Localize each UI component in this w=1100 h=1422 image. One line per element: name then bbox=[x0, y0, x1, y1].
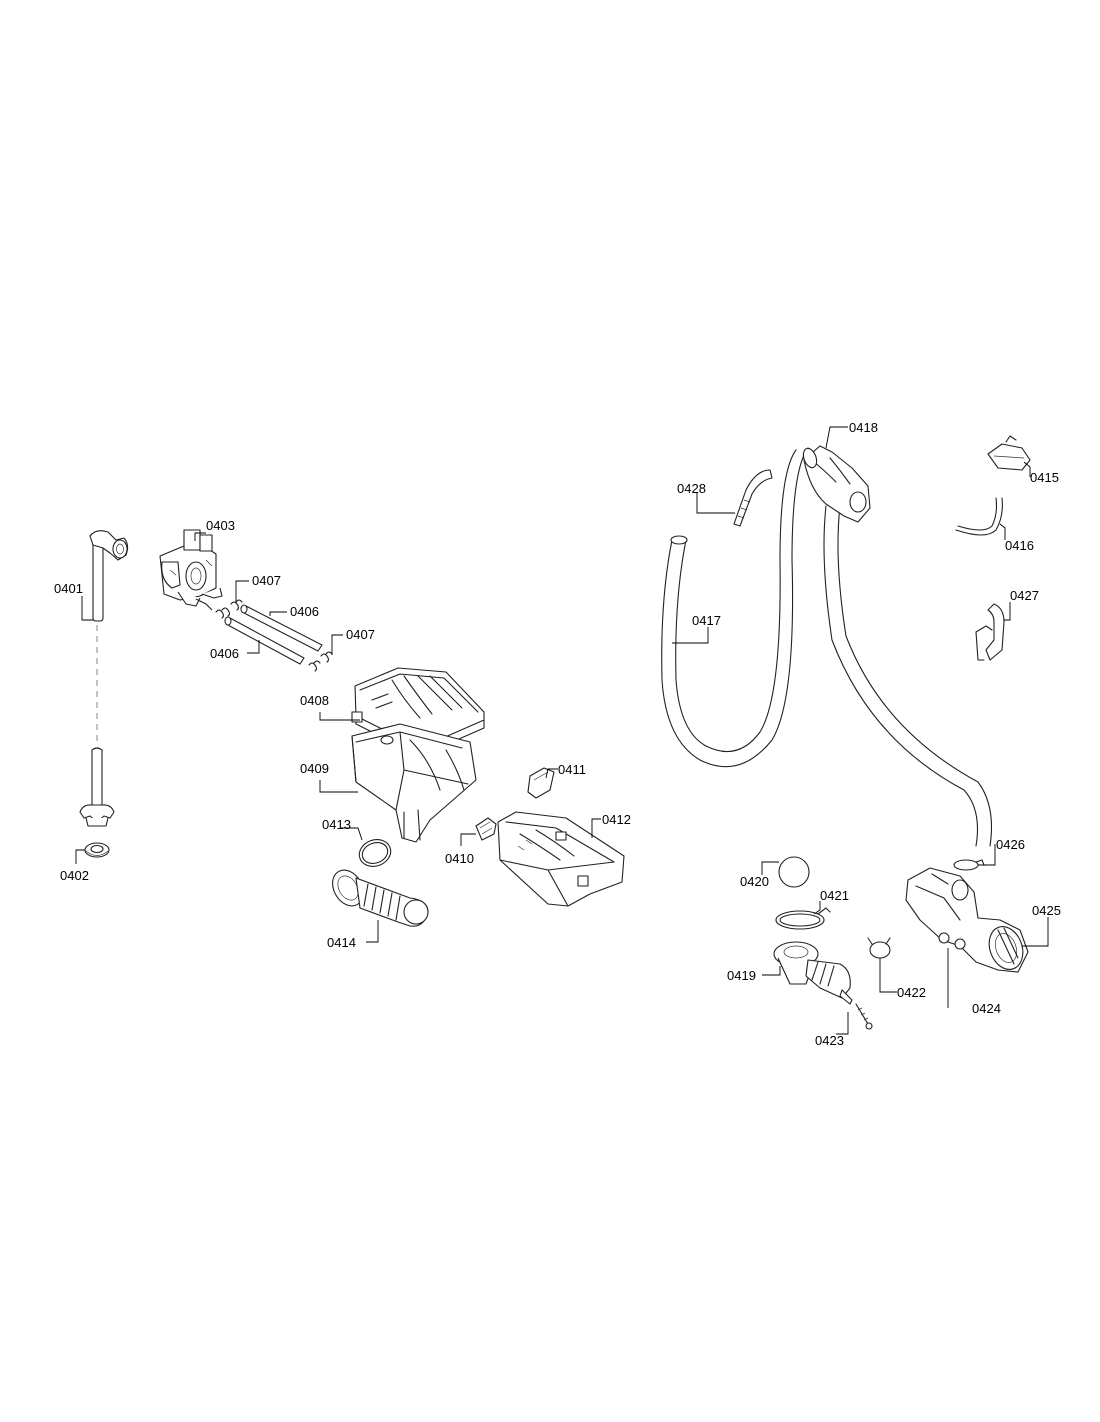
part-0427-hose-holder bbox=[975, 603, 1005, 661]
label-0428: 0428 bbox=[677, 481, 706, 496]
part-0422-spring-clip bbox=[867, 937, 891, 959]
part-0401-inlet-pipe bbox=[79, 530, 129, 827]
part-0402-seal bbox=[84, 842, 110, 858]
label-0424: 0424 bbox=[972, 1001, 1001, 1016]
part-labels: 0401 0402 0403 0407 0406 0406 0407 0408 … bbox=[54, 420, 1061, 1048]
label-0427: 0427 bbox=[1010, 588, 1039, 603]
label-0415: 0415 bbox=[1030, 470, 1059, 485]
part-0418-drain-pipe bbox=[802, 445, 993, 847]
leader-lines bbox=[75, 426, 1049, 1035]
label-0420: 0420 bbox=[740, 874, 769, 889]
label-0407-b: 0407 bbox=[346, 627, 375, 642]
label-0406-a: 0406 bbox=[290, 604, 319, 619]
label-0409: 0409 bbox=[300, 761, 329, 776]
part-0417-drain-hose bbox=[661, 447, 809, 768]
part-0428-small-hose bbox=[733, 469, 773, 527]
label-0402: 0402 bbox=[60, 868, 89, 883]
label-0417: 0417 bbox=[692, 613, 721, 628]
label-0412: 0412 bbox=[602, 812, 631, 827]
label-0413: 0413 bbox=[322, 817, 351, 832]
part-0421-clamp-ring bbox=[775, 907, 831, 930]
label-0406-b: 0406 bbox=[210, 646, 239, 661]
part-0413-ring bbox=[358, 839, 392, 867]
part-0419-sump bbox=[773, 941, 853, 1005]
part-0414-bellows-hose bbox=[332, 869, 429, 927]
part-0416-small-hose bbox=[955, 497, 1003, 536]
label-0408: 0408 bbox=[300, 693, 329, 708]
part-0412-drawer-tray bbox=[497, 811, 625, 907]
part-0406-hoses bbox=[224, 604, 323, 665]
label-0411: 0411 bbox=[558, 762, 586, 777]
part-0423-screw bbox=[855, 1003, 873, 1030]
label-0401: 0401 bbox=[54, 581, 83, 596]
label-0418: 0418 bbox=[849, 420, 878, 435]
label-0414: 0414 bbox=[327, 935, 356, 950]
label-0403: 0403 bbox=[206, 518, 235, 533]
label-0421: 0421 bbox=[820, 888, 849, 903]
part-0420-o-ring bbox=[778, 856, 810, 888]
label-0419: 0419 bbox=[727, 968, 756, 983]
label-0425: 0425 bbox=[1032, 903, 1061, 918]
part-0410-flap bbox=[475, 817, 497, 841]
label-0426: 0426 bbox=[996, 837, 1025, 852]
label-0410: 0410 bbox=[445, 851, 474, 866]
label-0416: 0416 bbox=[1005, 538, 1034, 553]
part-0425-drain-pump bbox=[905, 867, 1029, 973]
label-0407-a: 0407 bbox=[252, 573, 281, 588]
part-0415-pressure-switch bbox=[987, 435, 1031, 471]
part-0403-inlet-valve bbox=[159, 529, 223, 611]
part-0407-clamps bbox=[215, 599, 333, 672]
part-0409-dispenser-housing bbox=[351, 723, 477, 843]
label-0423: 0423 bbox=[815, 1033, 844, 1048]
part-0411-siphon-cap bbox=[527, 767, 555, 799]
label-0422: 0422 bbox=[897, 985, 926, 1000]
